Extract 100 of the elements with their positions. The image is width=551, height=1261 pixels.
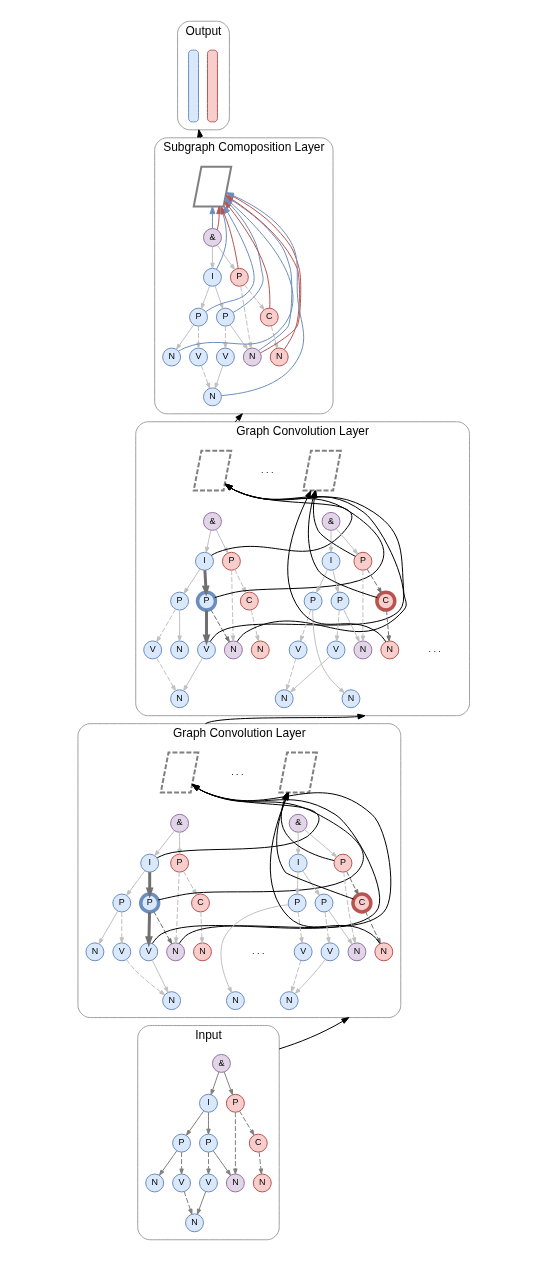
node-circle: C bbox=[191, 893, 210, 913]
node-circle: N bbox=[145, 1173, 165, 1193]
arrow bbox=[210, 608, 230, 643]
node-circle: N bbox=[279, 991, 299, 1011]
arrow bbox=[343, 608, 360, 642]
node-circle: N bbox=[353, 640, 373, 660]
arrow bbox=[205, 529, 212, 553]
node-circle: N bbox=[242, 347, 262, 367]
node-circle: & bbox=[203, 511, 222, 531]
arrow bbox=[258, 1151, 264, 1175]
arrow bbox=[177, 609, 182, 642]
arrow bbox=[119, 911, 125, 944]
arrow bbox=[328, 529, 334, 553]
arrow bbox=[209, 206, 216, 229]
node-circle: P bbox=[221, 551, 241, 571]
arrow bbox=[294, 959, 326, 994]
arrow bbox=[173, 871, 180, 944]
node-circle: P bbox=[170, 853, 190, 873]
arrow bbox=[304, 829, 338, 858]
arrow bbox=[154, 830, 175, 857]
node-circle: I bbox=[195, 551, 214, 571]
arrow bbox=[212, 1150, 231, 1176]
arrow bbox=[223, 325, 228, 349]
arrow bbox=[200, 365, 211, 389]
node-circle: I bbox=[140, 853, 160, 873]
arrow bbox=[332, 569, 340, 593]
node-circle: P bbox=[112, 893, 132, 913]
node-circle: V bbox=[189, 347, 208, 367]
arrow bbox=[297, 911, 304, 944]
arrow bbox=[183, 568, 201, 594]
arrow bbox=[285, 658, 297, 691]
node-circle: V bbox=[143, 640, 163, 660]
node-circle: N bbox=[341, 689, 361, 709]
arrow bbox=[290, 960, 302, 993]
arrow bbox=[244, 284, 265, 311]
node-circle: N bbox=[162, 347, 182, 367]
node-bar bbox=[207, 49, 218, 123]
node-circle: I bbox=[321, 551, 341, 571]
arrow bbox=[157, 784, 364, 901]
node-circle: N bbox=[185, 1213, 204, 1233]
node-circle: C bbox=[248, 1133, 268, 1153]
node-circle: V bbox=[197, 640, 216, 660]
arrow bbox=[126, 959, 166, 996]
node-circle: P bbox=[225, 1093, 245, 1113]
arrow bbox=[177, 831, 182, 855]
arrow bbox=[197, 129, 203, 139]
label: . . . bbox=[428, 644, 441, 655]
node-parallelogram bbox=[302, 449, 342, 492]
arrow bbox=[240, 285, 253, 349]
arrow bbox=[202, 610, 211, 646]
arrow bbox=[233, 1111, 238, 1175]
arrow bbox=[126, 870, 146, 896]
arrow bbox=[230, 569, 236, 642]
node-circle: I bbox=[199, 1093, 218, 1113]
node-bar bbox=[188, 49, 199, 123]
node-circle: P bbox=[189, 307, 208, 327]
node-circle: & bbox=[211, 1053, 231, 1073]
node-circle: N bbox=[193, 942, 212, 962]
node-circle: V bbox=[326, 640, 346, 660]
node-circle: & bbox=[321, 511, 341, 531]
arrow bbox=[234, 569, 247, 594]
node-circle: V bbox=[199, 1173, 218, 1193]
arrow bbox=[159, 1150, 178, 1176]
arrow bbox=[151, 959, 169, 993]
arrow bbox=[210, 483, 353, 556]
node-circle: & bbox=[288, 813, 308, 833]
node-circle: N bbox=[223, 640, 243, 660]
node-circle: N bbox=[374, 942, 394, 962]
arrow bbox=[156, 608, 176, 643]
node-circle: N bbox=[170, 640, 190, 660]
arrow bbox=[196, 325, 201, 349]
label: . . . bbox=[252, 946, 265, 957]
node-circle: C bbox=[259, 307, 279, 327]
label: . . . bbox=[261, 464, 274, 475]
node-circle: P bbox=[303, 591, 323, 611]
arrow bbox=[239, 1110, 255, 1136]
node-circle: V bbox=[215, 347, 235, 367]
node-circle: & bbox=[170, 813, 190, 833]
node-circle: N bbox=[162, 991, 182, 1011]
arrow bbox=[295, 831, 301, 855]
node-circle: V bbox=[293, 942, 313, 962]
arrow bbox=[386, 609, 391, 642]
arrow bbox=[214, 483, 385, 599]
node-circle: C bbox=[239, 591, 259, 611]
node-circle: P bbox=[172, 1133, 192, 1153]
node-circle: N bbox=[170, 689, 190, 709]
node-circle: P bbox=[314, 893, 334, 913]
arrow bbox=[278, 1017, 350, 1050]
node-circle: C bbox=[351, 892, 373, 914]
node-circle: I bbox=[288, 853, 308, 873]
arrow bbox=[156, 657, 176, 692]
node-circle: V bbox=[172, 1173, 192, 1193]
node-circle: N bbox=[347, 942, 367, 962]
arrow bbox=[199, 911, 205, 944]
arrow bbox=[220, 904, 289, 993]
node-circle: N bbox=[269, 347, 289, 367]
arrow bbox=[324, 911, 331, 944]
arrow bbox=[250, 609, 260, 642]
arrow bbox=[98, 910, 119, 945]
arrow bbox=[201, 570, 210, 597]
